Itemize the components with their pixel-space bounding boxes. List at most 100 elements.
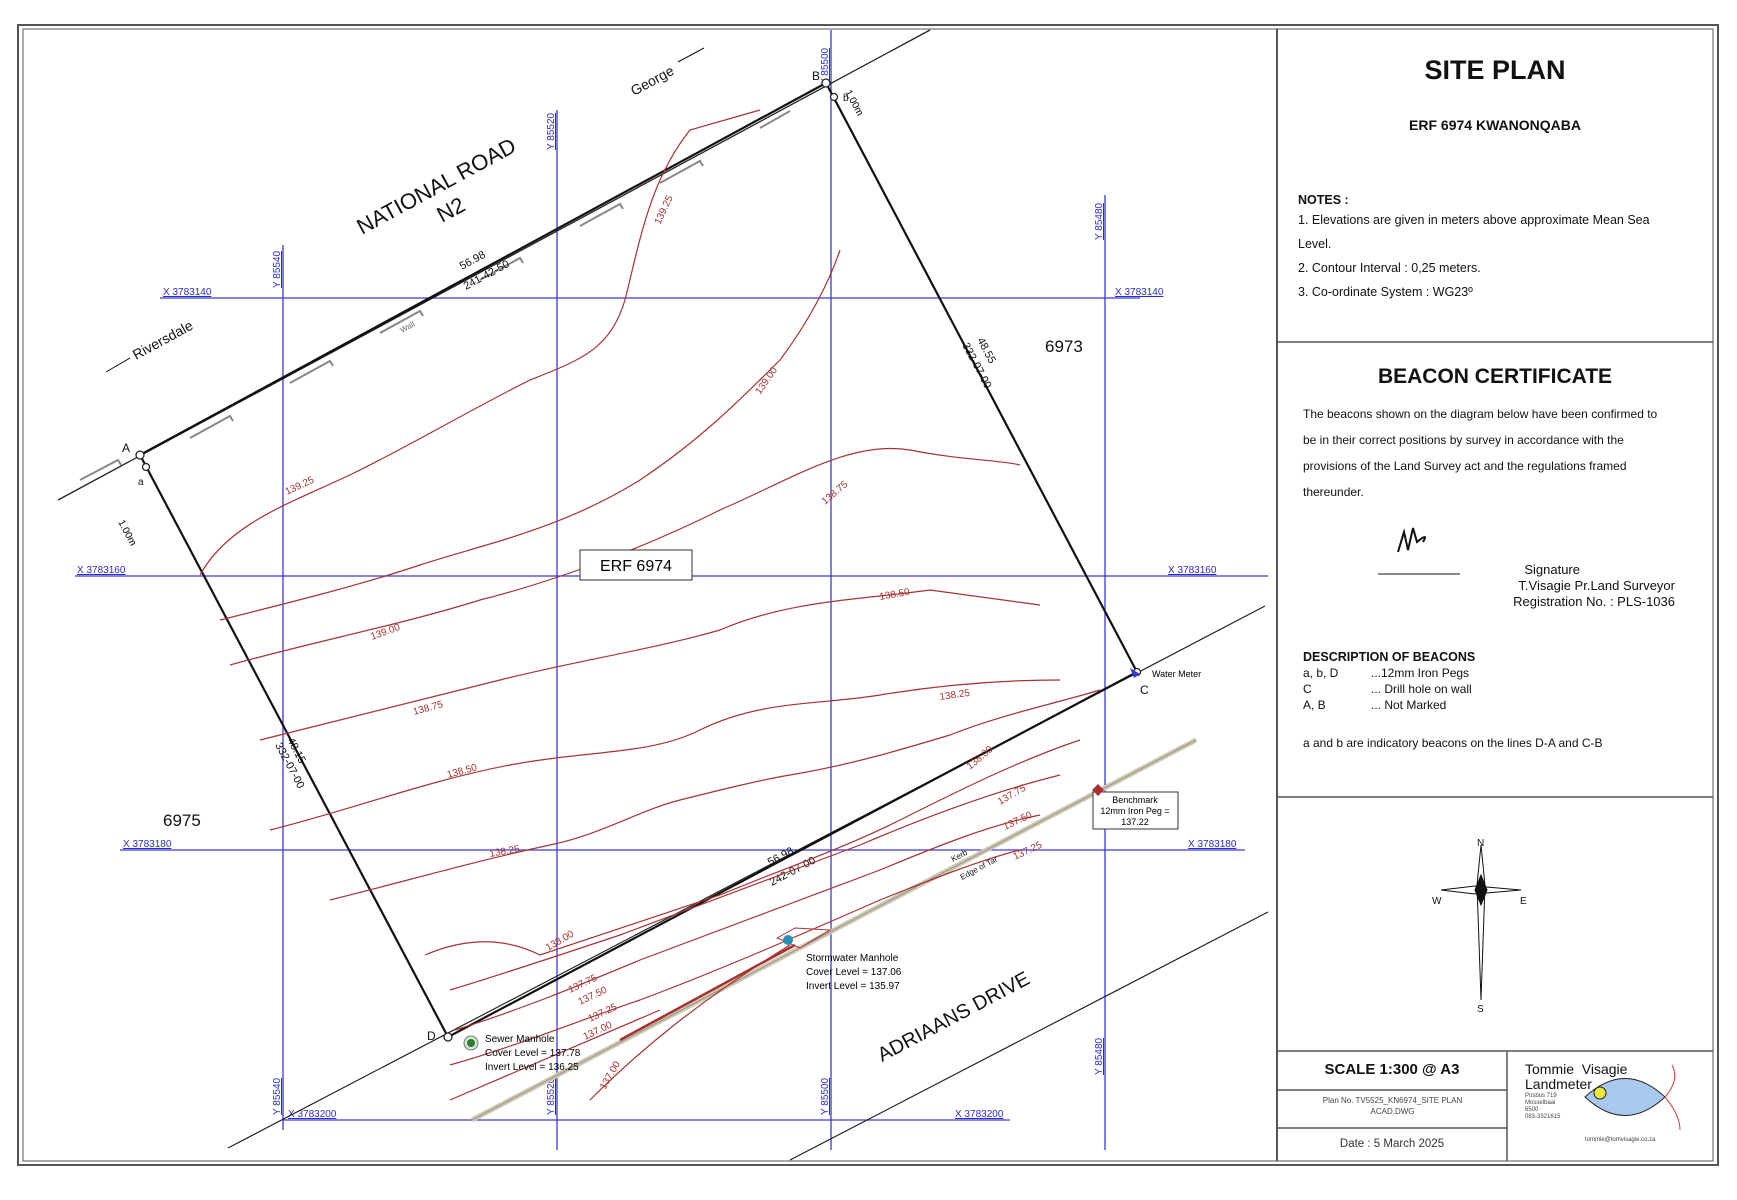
beacon-id: a, b, D	[1303, 666, 1339, 680]
outer-frame	[17, 24, 1719, 1166]
stormwater-manhole-icon	[783, 935, 793, 945]
beacon-labels: A a B b C D	[122, 69, 1149, 1043]
note-item: 3. Co-ordinate System : WG23º	[1298, 285, 1473, 299]
sewer-cover: Cover Level = 137.78	[485, 1048, 581, 1059]
contour-label: 139.25	[284, 475, 317, 498]
grid-label-y: Y 85480	[1094, 202, 1105, 240]
firm-email: tommie@tomvisagie.co.za	[1585, 1137, 1656, 1143]
wall-segments	[79, 110, 791, 481]
label-a: a	[138, 477, 144, 488]
label-C: C	[1140, 683, 1149, 697]
coordinate-grid: X 3783140 X 3783140 X 3783160 X 3783160 …	[75, 30, 1268, 1150]
beacon-a	[141, 462, 151, 472]
stormwater-cover: Cover Level = 137.06	[806, 967, 902, 978]
beacon-row: a, b, D ...12mm Iron Pegs	[1303, 665, 1472, 681]
grid-label-x: X 3783200	[288, 1109, 337, 1120]
beacon-id: C	[1303, 682, 1312, 696]
address-line: 6500	[1525, 1107, 1539, 1113]
beacon-A	[135, 450, 145, 460]
address-line: Mosselbaai	[1525, 1100, 1556, 1106]
grid-label-x: X 3783140	[163, 287, 212, 298]
benchmark-icon	[1092, 784, 1104, 796]
contour-label: 139.00	[369, 622, 402, 643]
sewer-invert: Invert Level = 136.25	[485, 1062, 579, 1073]
plan-subtitle: ERF 6974 KWANONQABA	[1409, 117, 1581, 133]
beacon-D	[443, 1032, 453, 1042]
beacon-row: A, B... Not Marked	[1303, 697, 1472, 713]
sewer-manhole-icon	[467, 1039, 475, 1047]
beacon-id: A, B	[1303, 698, 1326, 712]
label-A: A	[122, 441, 130, 455]
grid-label-y: Y 85520	[546, 112, 557, 150]
contour-label: 138.25	[939, 688, 971, 703]
direction-riversdale: Riversdale	[130, 317, 196, 363]
grid-label-y: Y 85540	[272, 250, 283, 288]
plan-number: Plan No. TV5525_KN6974_SITE PLAN ACAD.DW…	[1322, 1096, 1463, 1116]
beacons	[135, 78, 1142, 1042]
grid-label-y: Y 85500	[820, 1077, 831, 1115]
north-arrow-icon	[1440, 844, 1522, 1001]
note-item: 1. Elevations are given in meters above …	[1298, 213, 1650, 251]
contour-label: 137.25	[587, 1002, 620, 1025]
notes-list: 1. Elevations are given in meters above …	[1298, 208, 1683, 304]
firm-subtitle: Landmeter	[1525, 1076, 1592, 1092]
grid-label-x: X 3783200	[955, 1109, 1004, 1120]
grid-label-x: X 3783140	[1115, 287, 1164, 298]
erf-label: ERF 6974	[600, 558, 672, 575]
contour-label: 138.50	[446, 762, 479, 781]
arrow-east-icon	[677, 47, 705, 63]
arrow-west-icon	[105, 357, 131, 373]
grid-label-x: X 3783180	[123, 839, 172, 850]
label-b: b	[843, 93, 849, 104]
contour-label: 138.75	[412, 699, 445, 718]
registration-number: Registration No. : PLS-1036	[1513, 594, 1675, 609]
benchmark-label: 137.22	[1121, 817, 1149, 827]
beacons-list: a, b, D ...12mm Iron Pegs C ... Drill hole…	[1303, 665, 1472, 713]
contour-label: 137.00	[582, 1020, 615, 1043]
firm-logo-icon	[1584, 1064, 1681, 1131]
beacon-desc: ... Drill hole on wall	[1371, 682, 1472, 696]
sewer-label: Sewer Manhole	[485, 1034, 555, 1045]
beacon-desc: ...12mm Iron Pegs	[1371, 666, 1470, 680]
grid-label-y: Y 85540	[272, 1077, 283, 1115]
contour-label: 138.00	[544, 929, 576, 954]
contour-label: 137.75	[996, 783, 1028, 808]
signature-label: Signature	[1524, 562, 1580, 577]
benchmark-box	[1092, 791, 1179, 830]
label-D: D	[427, 1029, 436, 1043]
scale-label: SCALE 1:300 @ A3	[1324, 1061, 1460, 1078]
stormwater-invert: Invert Level = 135.97	[806, 981, 900, 992]
address-line: Posbus 719	[1525, 1093, 1557, 1099]
road-far-edge	[789, 911, 1269, 1161]
beacon-B	[821, 78, 831, 88]
contour-label: 139.25	[653, 194, 676, 227]
inner-frame	[22, 28, 1714, 1162]
certificate-heading: BEACON CERTIFICATE	[1377, 365, 1613, 388]
beacons-note: a and b are indicatory beacons on the li…	[1303, 736, 1603, 750]
beacon-b	[829, 92, 839, 102]
grid-label-y: Y 85520	[546, 1077, 557, 1115]
contour-label: 139.00	[753, 365, 780, 397]
plan-title: SITE PLAN	[1424, 55, 1566, 85]
contour-labels: 139.25 139.25 139.00 139.00 138.75 138.7…	[284, 194, 1045, 1092]
compass-s: S	[1477, 1004, 1484, 1015]
firm-name: Tommie Visagie	[1525, 1061, 1628, 1077]
beacon-row: C ... Drill hole on wall	[1303, 681, 1472, 697]
contour-label: 137.25	[1012, 840, 1045, 863]
certificate-text: The beacons shown on the diagram below h…	[1303, 407, 1658, 499]
grid-label-x: X 3783160	[77, 565, 126, 576]
compass-w: W	[1432, 896, 1442, 907]
surveyor-name: T.Visagie Pr.Land Surveyor	[1518, 578, 1675, 593]
contour-label: 138.25	[489, 844, 521, 860]
road-name-n2: NATIONAL ROAD	[352, 133, 520, 240]
contour-label: 137.00	[598, 1059, 623, 1091]
compass-labels: N S E W	[1432, 838, 1527, 1015]
water-meter-label: Water Meter	[1152, 669, 1201, 679]
direction-george: George	[628, 62, 677, 98]
benchmark-label: 12mm Iron Peg =	[1100, 806, 1169, 816]
beacons-heading: DESCRIPTION OF BEACONS	[1303, 650, 1476, 664]
stormwater-label: Stormwater Manhole	[806, 953, 899, 964]
stormwater-manhole-outline	[775, 927, 832, 949]
contour-label: 138.75	[820, 479, 851, 507]
